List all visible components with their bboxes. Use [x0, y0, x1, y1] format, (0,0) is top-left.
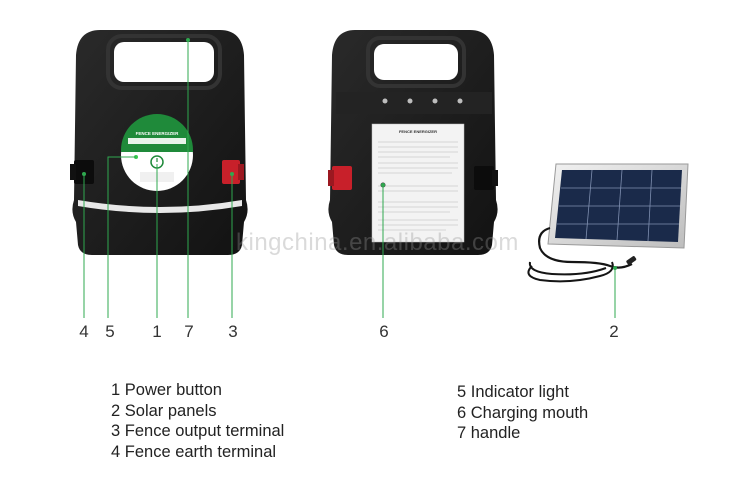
leader-5 — [107, 156, 136, 318]
legend-item: 5 Indicator light — [457, 383, 569, 401]
callout-number-6: 6 — [379, 322, 389, 341]
callout-number-5: 5 — [105, 322, 115, 341]
legend-item: 1 Power button — [111, 381, 222, 399]
legend-left: 1 Power button 2 Solar panels 3 Fence ou… — [111, 380, 284, 462]
back-unit: FENCE ENERGIZER — [328, 30, 498, 255]
callout-number-2: 2 — [609, 322, 619, 341]
back-label-text-lines — [378, 141, 458, 231]
solar-plug — [626, 256, 637, 265]
solar-panel-grid — [557, 169, 681, 242]
back-label — [371, 123, 465, 243]
earth-terminal-knob — [70, 164, 76, 180]
output-terminal-knob — [238, 164, 244, 180]
legend-item: 6 Charging mouth — [457, 403, 589, 422]
legend-right: 5 Indicator light 6 Charging mouth 7 han… — [457, 382, 588, 444]
watermark: kingchina.en.alibaba.com — [236, 229, 519, 256]
callout-number-1: 1 — [152, 322, 162, 341]
back-bar — [336, 92, 492, 114]
callout-number-7: 7 — [184, 322, 194, 341]
front-handle-hole — [114, 42, 214, 82]
back-label-heading: FENCE ENERGIZER — [399, 129, 437, 134]
solar-panel — [527, 163, 689, 283]
front-unit: FENCE ENERGIZER — [70, 30, 248, 255]
back-handle-hole — [374, 44, 458, 80]
legend-item: 4 Fence earth terminal — [111, 442, 277, 461]
handle-icon — [106, 34, 222, 90]
front-leader-lines — [82, 38, 234, 318]
output-terminal — [222, 160, 240, 184]
legend-item: 3 Fence output terminal — [111, 422, 285, 440]
legend-item: 7 handle — [457, 424, 521, 442]
legend-item: 2 Solar panels — [111, 401, 217, 420]
back-earth-terminal — [474, 166, 494, 190]
callout-number-3: 3 — [228, 322, 238, 341]
front-label-heading: FENCE ENERGIZER — [136, 131, 180, 136]
front-stripe — [78, 200, 242, 213]
front-label-animals — [128, 138, 186, 144]
back-output-terminal — [332, 166, 352, 190]
callout-number-4: 4 — [79, 322, 89, 341]
